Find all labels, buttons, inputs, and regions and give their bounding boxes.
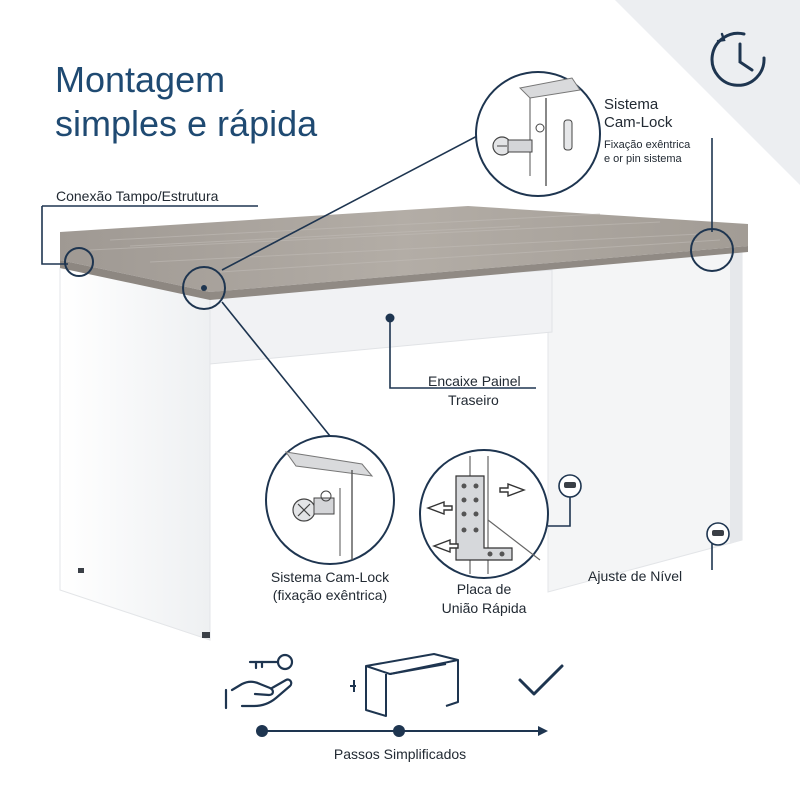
- detail-union-plate: [419, 449, 549, 579]
- label-cam-top-line3: Fixação exêntrica: [604, 139, 691, 151]
- label-encaixe-line1: Encaixe Painel: [428, 373, 521, 389]
- timeline: [256, 725, 548, 737]
- detail-cam-lock-bottom: [265, 435, 395, 565]
- label-placa-line2: União Rápida: [441, 600, 527, 616]
- label-passos: Passos Simplificados: [333, 746, 467, 762]
- label-encaixe: Encaixe Painel Traseiro: [428, 372, 521, 410]
- desk-right-leg: [547, 251, 743, 593]
- callout-dots: [201, 285, 395, 323]
- corner-shade: [615, 0, 800, 185]
- desk-top: [60, 206, 748, 300]
- label-cam-lock-top-desc: Fixação exêntrica e or pin sistema: [604, 138, 690, 166]
- title-line-2: simples e rápida: [55, 103, 318, 144]
- label-ajuste: Ajuste de Nível: [588, 568, 683, 584]
- label-encaixe-line2: Traseiro: [448, 392, 499, 408]
- callout-lines: [41, 123, 713, 570]
- title-line-1: Montagem: [55, 59, 226, 100]
- highlight-circles: [64, 228, 734, 310]
- label-cam-top-line2: Cam-Lock: [604, 114, 673, 131]
- label-cam-lock-bottom: Sistema Cam-Lock (fixação exêntrica): [250, 568, 410, 604]
- label-cam-top-line1: Sistema: [604, 96, 659, 113]
- clock-icon: [710, 31, 766, 87]
- label-cam-top-line4: e or pin sistema: [604, 153, 682, 165]
- label-cam-bottom-line2: (fixação exêntrica): [272, 587, 388, 603]
- label-cam-lock-top: Sistema Cam-Lock: [604, 96, 672, 132]
- key-icon: [248, 653, 294, 671]
- checkmark-icon: [518, 664, 564, 696]
- label-placa: Placa de União Rápida: [414, 580, 554, 618]
- page-title: Montagem simples e rápida: [55, 58, 317, 146]
- desk-left-leg: [59, 267, 211, 641]
- label-cam-bottom-line1: Sistema Cam-Lock: [270, 569, 390, 585]
- desk-assembly-icon: [350, 653, 459, 717]
- label-conexao: Conexão Tampo/Estrutura: [56, 188, 219, 204]
- label-placa-line1: Placa de: [456, 581, 512, 597]
- hand-icon: [224, 678, 293, 710]
- level-feet: [558, 474, 730, 546]
- detail-cam-lock-top: [475, 71, 601, 197]
